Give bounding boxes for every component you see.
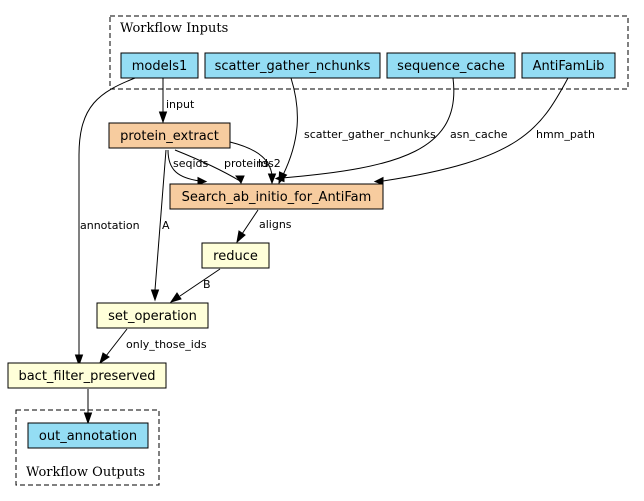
edge-label-asn-cache: asn_cache [450,128,508,141]
edge-label-only-those-ids: only_those_ids [126,338,207,351]
edge-scatter-search [282,77,298,176]
arrowhead [235,175,245,185]
arrowhead [74,354,84,367]
node-out-annotation[interactable]: out_annotation [27,422,149,449]
edge-label-a: A [162,219,170,232]
edge-sequence-cache-search [281,77,455,179]
node-label: set_operation [108,309,197,324]
cluster-outputs-label: Workflow Outputs [26,465,145,480]
edge-reduce-set-operation [179,268,221,297]
node-box [201,242,270,269]
node-label: out_annotation [39,429,137,444]
node-search-ab-initio-for-antifam[interactable]: Search_ab_initio_for_AntiFam [169,183,384,210]
cluster-workflow-inputs: Workflow Inputs [109,15,629,90]
cluster-workflow-outputs: Workflow Outputs [15,409,160,486]
node-box [7,362,167,389]
edge-search-reduce [241,209,259,235]
edge-label-scatter-gather-nchunks: scatter_gather_nchunks [304,128,436,141]
node-box [204,52,381,79]
node-label: AntiFamLib [533,59,605,74]
edge-protein-extract-search-proteins [174,149,241,182]
arrowhead [267,173,277,185]
arrowhead [158,111,168,124]
node-set-operation[interactable]: set_operation [96,302,209,329]
node-box [108,122,231,149]
edge-protein-extract-search-seqids [167,149,201,182]
node-reduce[interactable]: reduce [201,242,270,269]
edges: input annotation scatter_gather_nchunks … [74,77,595,425]
node-label: reduce [213,249,258,264]
arrowhead [83,412,93,425]
arrowhead [197,176,208,186]
arrowhead [373,176,384,186]
node-models1[interactable]: models1 [120,52,199,79]
node-box [169,183,384,210]
arrowhead [99,352,110,365]
edge-label-input: input [166,98,195,111]
node-box [386,52,516,79]
node-label: sequence_cache [397,59,505,74]
cluster-inputs-label: Workflow Inputs [120,21,228,36]
node-box [27,422,149,449]
arrowhead [274,173,285,183]
edge-label-aligns: aligns [259,218,292,231]
arrowhead [169,292,182,303]
cluster-outputs-border [15,409,160,486]
node-box [120,52,199,79]
node-bact-filter-preserved[interactable]: bact_filter_preserved [7,362,167,389]
node-box [521,52,616,79]
edge-protein-extract-search-lds2 [229,141,273,176]
edge-set-operation-bact-filter [105,328,128,357]
node-antifamlib[interactable]: AntiFamLib [521,52,616,79]
cluster-inputs-border [109,15,629,90]
node-label: scatter_gather_nchunks [215,59,371,74]
node-label: models1 [132,59,188,74]
node-box [96,302,209,329]
edge-models1-bact-filter [78,77,136,355]
node-scatter-gather-nchunks[interactable]: scatter_gather_nchunks [204,52,381,79]
node-protein-extract[interactable]: protein_extract [108,122,231,149]
node-label: bact_filter_preserved [18,369,155,384]
edge-label-hmm-path: hmm_path [536,128,595,141]
edge-label-b: B [203,278,211,291]
edge-antifamlib-search [382,77,569,182]
edge-label-lds2: lds2 [258,157,281,170]
node-sequence-cache[interactable]: sequence_cache [386,52,516,79]
arrowhead [236,230,246,244]
node-label: Search_ab_initio_for_AntiFam [182,190,372,205]
edge-protein-extract-set-operation [154,149,167,291]
node-label: protein_extract [120,129,219,144]
edge-label-annotation: annotation [80,219,140,232]
edge-label-proteins: proteins [224,157,269,170]
edge-label-seqids: seqids [173,157,209,170]
arrowhead [150,289,160,302]
